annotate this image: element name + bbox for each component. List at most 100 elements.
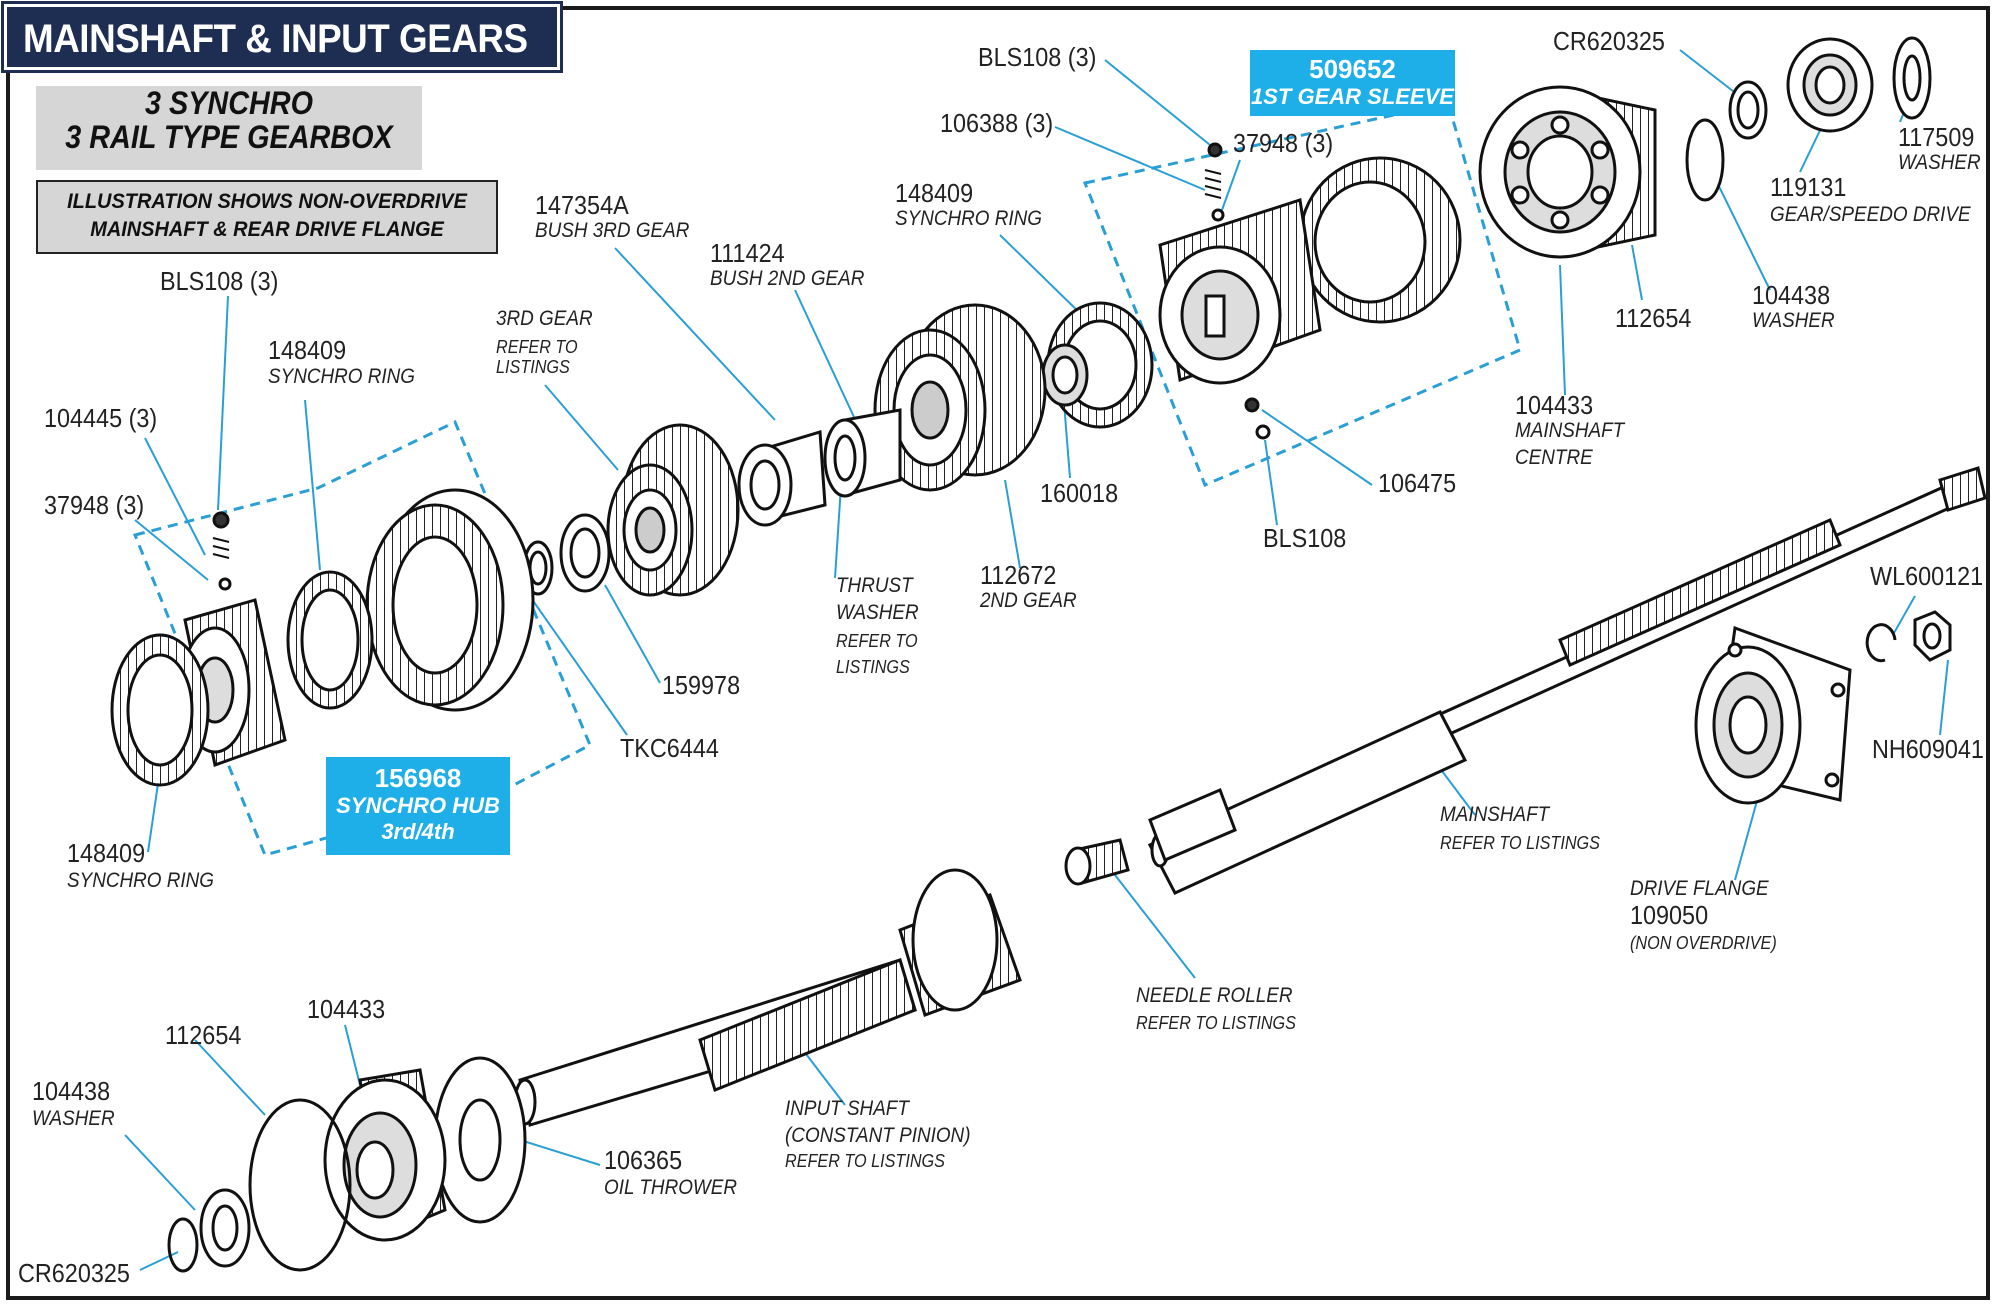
label-147354a-desc: BUSH 3RD GEAR <box>535 219 690 242</box>
label-bls108-3-top: BLS108 (3) <box>978 42 1097 72</box>
label-thrust-4: LISTINGS <box>836 657 910 677</box>
title-bar: MAINSHAFT & INPUT GEARS <box>1 1 563 73</box>
label-input-shaft: INPUT SHAFT <box>785 1097 909 1120</box>
label-wl600121: WL600121 <box>1870 561 1984 591</box>
left-synchro-ring <box>286 570 374 710</box>
label-104438-bot-desc: WASHER <box>32 1107 115 1130</box>
rear-bearing <box>1478 85 1657 259</box>
synchro-hub-callout: 156968 SYNCHRO HUB 3rd/4th <box>326 757 510 855</box>
leader-lines <box>124 49 1949 1271</box>
label-nh609041: NH609041 <box>1872 734 1984 764</box>
label-cr620325-top: CR620325 <box>1553 26 1665 56</box>
label-bls108-single: BLS108 <box>1263 523 1347 553</box>
label-constant-pinion: (CONSTANT PINION) <box>785 1124 971 1147</box>
label-117509-desc: WASHER <box>1898 151 1981 174</box>
label-106388: 106388 (3) <box>940 108 1054 138</box>
label-111424: 111424 <box>710 238 785 268</box>
label-thrust-1: THRUST <box>836 574 913 597</box>
label-37948-top: 37948 (3) <box>1233 128 1334 158</box>
first-gear-sleeve-callout: 509652 1ST GEAR SLEEVE <box>1250 50 1455 116</box>
sleeve-dashed-outline <box>1082 101 1522 487</box>
label-mainshaft-2: REFER TO LISTINGS <box>1440 833 1600 853</box>
speedo-drive-group <box>1685 36 1932 202</box>
synchro-hub-inner <box>179 511 287 767</box>
note-line-2: MAINSHAFT & REAR DRIVE FLANGE <box>90 218 444 241</box>
subtitle-line-1: 3 SYNCHRO <box>144 85 314 121</box>
label-148409-mid-desc: SYNCHRO RING <box>268 365 416 388</box>
callout-number: 156968 <box>374 763 462 793</box>
label-3rd-gear-1: 3RD GEAR <box>496 307 593 330</box>
label-tkc6444: TKC6444 <box>620 733 719 763</box>
callout-number: 509652 <box>1309 54 1396 84</box>
label-3rd-gear-3: LISTINGS <box>496 357 570 377</box>
callout-label: SYNCHRO HUB <box>336 793 500 818</box>
note-line-1: ILLUSTRATION SHOWS NON-OVERDRIVE <box>67 190 467 213</box>
label-119131-desc: GEAR/SPEEDO DRIVE <box>1770 203 1971 226</box>
label-104438-top-desc: WASHER <box>1752 309 1835 332</box>
label-148409-bot: 148409 <box>67 838 146 868</box>
label-thrust-3: REFER TO <box>836 631 918 651</box>
bush-3rd-gear <box>737 430 827 527</box>
label-104433-top: 104433 <box>1515 390 1594 420</box>
illustration-note: ILLUSTRATION SHOWS NON-OVERDRIVE MAINSHA… <box>36 180 498 254</box>
input-bearing <box>323 1068 447 1242</box>
washers-159978-tkc6444 <box>522 513 611 596</box>
outer-synchro-ring <box>110 633 210 787</box>
label-106475: 106475 <box>1378 468 1457 498</box>
label-106365-desc: OIL THROWER <box>604 1176 738 1199</box>
label-117509: 117509 <box>1898 122 1975 152</box>
bush-2nd-gear <box>823 408 902 498</box>
oil-thrower <box>433 1056 527 1224</box>
label-148409-bot-desc: SYNCHRO RING <box>67 869 215 892</box>
label-104438-bot: 104438 <box>32 1076 111 1106</box>
label-159978: 159978 <box>662 670 741 700</box>
label-104433-bot: 104433 <box>307 994 386 1024</box>
drive-flange <box>1694 625 1852 805</box>
label-104445: 104445 (3) <box>44 403 158 433</box>
subtitle-line-2: 3 RAIL TYPE GEARBOX <box>65 119 393 155</box>
first-gear-sleeve <box>1158 142 1462 440</box>
label-109050: 109050 <box>1630 900 1709 930</box>
label-112672: 112672 <box>980 560 1057 590</box>
subtitle-panel: 3 SYNCHRO 3 RAIL TYPE GEARBOX <box>36 86 422 170</box>
callout-label: 1ST GEAR SLEEVE <box>1251 84 1454 109</box>
input-shaft <box>513 868 1022 1127</box>
label-147354a: 147354A <box>535 190 629 220</box>
label-drive-flange: DRIVE FLANGE <box>1630 877 1769 900</box>
label-cr620325-bot: CR620325 <box>18 1258 130 1288</box>
second-synchro-ring <box>1041 301 1154 429</box>
label-119131: 119131 <box>1770 172 1847 202</box>
synchro-hub-sleeve <box>365 488 535 712</box>
label-104438-top: 104438 <box>1752 280 1831 310</box>
label-bls108-3-left: BLS108 (3) <box>160 266 279 296</box>
label-needle-refer: REFER TO LISTINGS <box>1136 1013 1296 1033</box>
second-gear <box>873 303 1047 492</box>
callout-label-2: 3rd/4th <box>381 819 455 844</box>
label-112654-top: 112654 <box>1615 303 1692 333</box>
label-112672-desc: 2ND GEAR <box>980 589 1077 612</box>
mainshaft <box>1147 466 1987 895</box>
label-thrust-2: WASHER <box>836 601 919 624</box>
label-37948-left: 37948 (3) <box>44 490 145 520</box>
label-3rd-gear-2: REFER TO <box>496 337 578 357</box>
label-160018: 160018 <box>1040 478 1119 508</box>
third-gear <box>606 423 740 597</box>
label-148409-top: 148409 <box>895 178 974 208</box>
label-148409-top-desc: SYNCHRO RING <box>895 207 1043 230</box>
label-needle-roller: NEEDLE ROLLER <box>1136 984 1293 1007</box>
label-148409-mid: 148409 <box>268 335 347 365</box>
label-111424-desc: BUSH 2ND GEAR <box>710 267 865 290</box>
label-104433-top-desc2: CENTRE <box>1515 446 1593 469</box>
label-mainshaft-1: MAINSHAFT <box>1440 803 1550 826</box>
input-circlip-washer <box>167 1098 352 1273</box>
needle-roller <box>1064 838 1130 886</box>
label-106365: 106365 <box>604 1145 683 1175</box>
page-title: MAINSHAFT & INPUT GEARS <box>23 17 528 61</box>
label-104433-top-desc1: MAINSHAFT <box>1515 419 1625 442</box>
label-non-overdrive: (NON OVERDRIVE) <box>1630 933 1777 953</box>
label-112654-bot: 112654 <box>165 1020 242 1050</box>
diagram-frame <box>6 6 1990 1300</box>
washer-nut <box>1865 610 1952 663</box>
hub-dashed-outline <box>132 419 592 857</box>
